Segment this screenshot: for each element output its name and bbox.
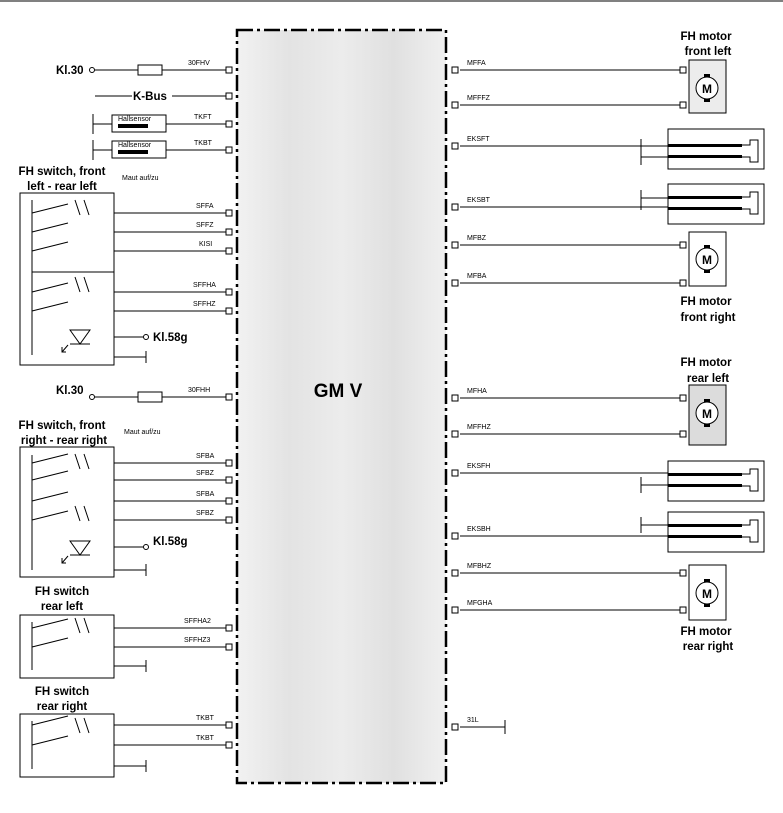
- left-connector-pins: [225, 66, 233, 749]
- tkbt-label-a: TKBT: [194, 140, 213, 147]
- led-icon: [61, 344, 69, 353]
- pin-mfha: MFHA: [467, 388, 487, 395]
- sensor-strip-front-left: [640, 128, 765, 170]
- sw3-pin-1: SFFHA2: [184, 618, 211, 625]
- sw1-title-line2: left - rear left: [27, 181, 97, 193]
- led-icon-2: [61, 555, 69, 564]
- sw1-wires: SFFA SFFZ KISI SFFHA SFFHZ Kl.58g: [114, 203, 226, 363]
- maut-label-2: Maut auf/zu: [124, 429, 161, 436]
- kl30-label-b: Kl.30: [56, 385, 84, 397]
- pin-mfbz: MFBZ: [467, 235, 487, 242]
- kl30-supply-a: Kl.30 30FHV: [56, 60, 226, 77]
- hall-label-1: Hallsensor: [118, 116, 152, 123]
- kbus-label: K-Bus: [133, 91, 167, 103]
- hall-sensor-front: Hallsensor TKFT: [92, 114, 226, 134]
- sw2-pin-3: SFBA: [196, 491, 215, 498]
- tkft-label: TKFT: [194, 114, 212, 121]
- sw1-pin-2: SFFZ: [196, 222, 214, 229]
- motor-rr-title-2: rear right: [683, 641, 734, 653]
- motor-fl-title-1: FH motor: [680, 31, 732, 43]
- motor-rl-title-1: FH motor: [680, 357, 732, 369]
- kl30-supply-b: Kl.30 30FHH Maut auf/zu: [56, 385, 226, 436]
- motor-symbol-rr: M: [702, 587, 712, 601]
- right-connector-pins: [451, 66, 687, 731]
- sensor-strip-rear-left: [640, 460, 765, 502]
- motor-front-left: FH motor front left M: [680, 31, 732, 114]
- fuse-label-a: 30FHV: [188, 60, 210, 67]
- motor-rl-title-2: rear left: [687, 373, 729, 385]
- kbus-line: K-Bus: [95, 91, 226, 103]
- motor-front-right: M FH motor front right: [680, 231, 736, 324]
- fuse-icon: [137, 64, 163, 76]
- sw3-pin-2: SFFHZ3: [184, 637, 211, 644]
- sw2-pin-1: SFBA: [196, 453, 215, 460]
- fuse-label-b: 30FHH: [188, 387, 210, 394]
- sw4-title-line2: rear right: [37, 701, 88, 713]
- motor-rear-right: M FH motor rear right: [680, 564, 734, 653]
- pin-mfffz: MFFFZ: [467, 95, 491, 102]
- sensor-strip-rear-right: [640, 511, 765, 553]
- switch-rear-left: FH switch rear left SFFHA2 SFFHZ3: [19, 586, 226, 679]
- sw4-pin-2: TKBT: [196, 735, 215, 742]
- switch-front-left-rear-left: FH switch, front left - rear left: [19, 166, 115, 366]
- sw2-pin-2: SFBZ: [196, 470, 215, 477]
- right-pin-labels: MFFA MFFFZ EKSFT EKSBT MFBZ MFBA MFHA MF…: [467, 60, 493, 724]
- sensor-strip-front-right: [640, 183, 765, 225]
- sw2-title-line2: right - rear right: [21, 435, 107, 447]
- motor-rr-title-1: FH motor: [680, 626, 732, 638]
- sw1-pin-4: SFFHA: [193, 282, 216, 289]
- pin-mfgha: MFGHA: [467, 600, 493, 607]
- sw1-pin-1: SFFA: [196, 203, 214, 210]
- sw1-title-line1: FH switch, front: [19, 166, 106, 178]
- kl58-label-a: Kl.58g: [153, 332, 188, 344]
- sw3-title-line2: rear left: [41, 601, 83, 613]
- switch-front-right-rear-right: FH switch, front right - rear right: [19, 420, 115, 578]
- sw4-title-line1: FH switch: [35, 686, 89, 698]
- motor-symbol-fr: M: [702, 253, 712, 267]
- gm-v-module: GM V: [235, 28, 448, 785]
- sw3-title-line1: FH switch: [35, 586, 89, 598]
- maut-label-1: Maut auf/zu: [122, 175, 159, 182]
- switch-rear-right: FH switch rear right TKBT TKBT: [19, 686, 226, 778]
- pin-mffa: MFFA: [467, 60, 486, 67]
- kl58-label-b: Kl.58g: [153, 536, 188, 548]
- hall-label-2: Hallsensor: [118, 142, 152, 149]
- motor-symbol-fl: M: [702, 82, 712, 96]
- sw2-title-line1: FH switch, front: [19, 420, 106, 432]
- fuse-icon-b: [137, 391, 163, 403]
- pin-mffhz: MFFHZ: [467, 424, 491, 431]
- module-title: GM V: [314, 381, 363, 402]
- hall-sensor-rear: Hallsensor TKBT Maut auf/zu: [92, 140, 226, 182]
- pin-eksfh: EKSFH: [467, 463, 490, 470]
- pin-mfba: MFBA: [467, 273, 487, 280]
- pin-eksbh: EKSBH: [467, 526, 491, 533]
- motor-fl-title-2: front left: [685, 46, 732, 58]
- pin-eksft: EKSFT: [467, 136, 490, 143]
- motor-fr-title-2: front right: [681, 312, 736, 324]
- sw1-pin-5: SFFHZ: [193, 301, 216, 308]
- sw2-wires: SFBA SFBZ SFBA SFBZ Kl.58g: [114, 453, 226, 576]
- pin-mfbhz: MFBHZ: [467, 563, 492, 570]
- kl30-label-a: Kl.30: [56, 65, 84, 77]
- motor-symbol-rl: M: [702, 407, 712, 421]
- sw1-pin-3: KISI: [199, 241, 212, 248]
- motor-fr-title-1: FH motor: [680, 296, 732, 308]
- sw4-pin-1: TKBT: [196, 715, 215, 722]
- sw2-pin-4: SFBZ: [196, 510, 215, 517]
- right-wires: [460, 69, 680, 734]
- pin-31l: 31L: [467, 717, 479, 724]
- motor-rear-left: FH motor rear left M: [680, 357, 732, 446]
- pin-eksbt: EKSBT: [467, 197, 491, 204]
